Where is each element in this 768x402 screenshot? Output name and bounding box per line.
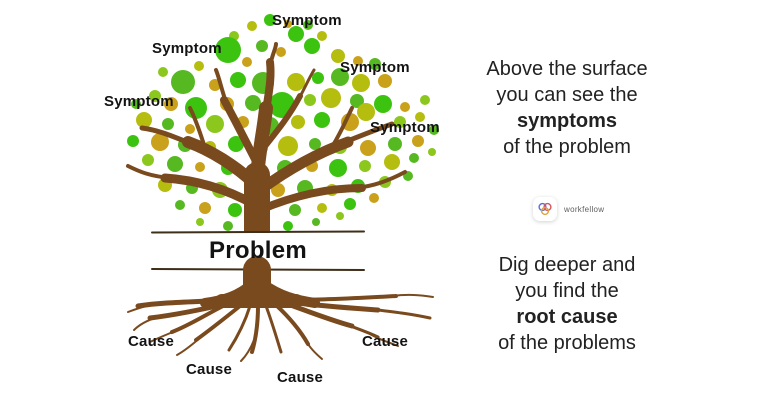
cause-label: Cause bbox=[362, 333, 409, 350]
tree-roots bbox=[127, 256, 434, 362]
surface-text-line2: you can see the bbox=[496, 84, 638, 106]
symptom-label: Symptom bbox=[370, 119, 440, 136]
deeper-text-line2: you find the bbox=[515, 280, 619, 302]
deeper-text-bold: root cause bbox=[516, 306, 618, 328]
surface-text-line1: Above the surface bbox=[486, 58, 648, 80]
problem-label: Problem bbox=[208, 236, 308, 264]
workfellow-logo-text: workfellow bbox=[564, 204, 605, 214]
symptom-label: Symptom bbox=[152, 40, 222, 57]
tree-illustration bbox=[126, 14, 439, 362]
tree-trunk bbox=[126, 42, 407, 246]
explanation-panel: Above the surface you can see the sympto… bbox=[452, 0, 682, 402]
ground-line-top bbox=[151, 230, 365, 234]
three-rings-icon bbox=[538, 202, 552, 216]
cause-label: Cause bbox=[186, 361, 233, 378]
workfellow-logo: workfellow bbox=[533, 197, 604, 221]
symptom-label: Symptom bbox=[272, 12, 342, 29]
deeper-text-line3: of the problems bbox=[498, 332, 636, 354]
cause-label: Cause bbox=[128, 333, 175, 350]
symptom-label: Symptom bbox=[340, 59, 410, 76]
surface-text-bold: symptoms bbox=[516, 110, 618, 132]
problem-band: Problem bbox=[152, 232, 364, 269]
deeper-text: Dig deeper and you find the root cause o… bbox=[452, 252, 682, 356]
surface-text-line3: of the problem bbox=[503, 136, 631, 158]
workfellow-logo-icon bbox=[533, 197, 557, 221]
symptom-label: Symptom bbox=[104, 93, 174, 110]
deeper-text-line1: Dig deeper and bbox=[498, 254, 636, 276]
surface-text: Above the surface you can see the sympto… bbox=[452, 56, 682, 160]
cause-label: Cause bbox=[277, 369, 324, 386]
